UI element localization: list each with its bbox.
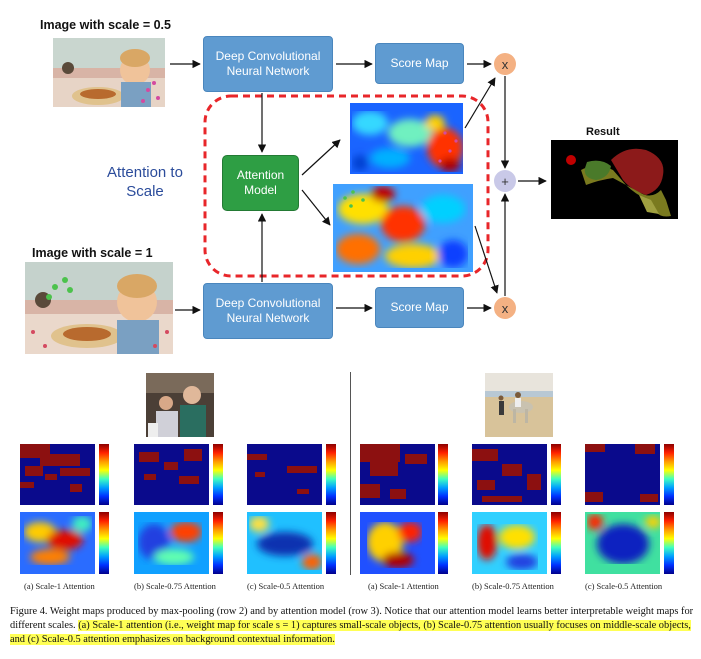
maxpool-map-c-left [247,444,322,505]
maxpool-map-a-left [20,444,95,505]
maxpool-map-a-right [360,444,435,505]
colorbar [551,512,561,574]
score-map-bottom-box: Score Map [375,287,464,328]
example-photo-people [146,373,214,437]
result-segmentation [551,140,678,219]
maxpool-map-b-left [134,444,209,505]
colorbar [213,512,223,574]
colorbar [438,444,448,505]
score-map-top-box: Score Map [375,43,464,84]
colorbar [438,512,448,574]
arrow-attention-to-map-bottom [301,189,331,226]
label-image-scale-0.5: Image with scale = 0.5 [40,18,171,32]
panel-caption: (b) Scale-0.75 Attention [472,581,554,591]
figure-caption-highlight: (a) Scale-1 attention (i.e., weight map … [10,620,691,645]
figure-caption-text: Figure 4. Weight maps produced by max-po… [10,606,694,631]
attention-to-scale-label: Attention to Scale [107,164,183,200]
attention-map-a-left [20,512,95,574]
result-label: Result [586,126,620,138]
attention-map-scale-1 [333,184,473,272]
dcnn-bottom-box: Deep Convolutional Neural Network [203,283,333,339]
arrow-attention-to-map-top [301,139,341,176]
colorbar [99,512,109,574]
panel-caption: (a) Scale-1 Attention [24,581,95,591]
multiply-node-top: x [494,53,516,75]
panel-caption: (c) Scale-0.5 Attention [585,581,663,591]
figure-caption: Figure 4. Weight maps produced by max-po… [10,605,694,647]
panel-caption: (a) Scale-1 Attention [368,581,439,591]
arrow-map-top-to-mult [464,77,496,129]
attention-map-scale-05 [350,103,463,174]
attention-map-b-right [472,512,547,574]
colorbar [664,444,674,505]
example-photo-horse [485,373,553,437]
attention-map-a-right [360,512,435,574]
attention-dashed-region [203,94,490,278]
attention-map-c-left [247,512,322,574]
colorbar [326,444,336,505]
panel-divider [350,372,351,575]
panel-caption: (c) Scale-0.5 Attention [247,581,325,591]
dcnn-top-box: Deep Convolutional Neural Network [203,36,333,92]
colorbar [664,512,674,574]
label-image-scale-1: Image with scale = 1 [32,246,153,260]
colorbar [551,444,561,505]
diagram-connectors [170,59,547,315]
input-photo-scale-0.5 [53,38,165,107]
arrow-map-bottom-to-mult [474,225,499,294]
colorbar [326,512,336,574]
panel-caption: (b) Scale-0.75 Attention [134,581,216,591]
maxpool-map-c-right [585,444,660,505]
multiply-node-bottom: x [494,297,516,319]
input-photo-scale-1 [25,262,173,354]
attention-map-c-right [585,512,660,574]
sum-node: + [494,170,516,192]
colorbar [213,444,223,505]
attention-map-b-left [134,512,209,574]
attention-model-box: Attention Model [222,155,299,211]
maxpool-map-b-right [472,444,547,505]
colorbar [99,444,109,505]
